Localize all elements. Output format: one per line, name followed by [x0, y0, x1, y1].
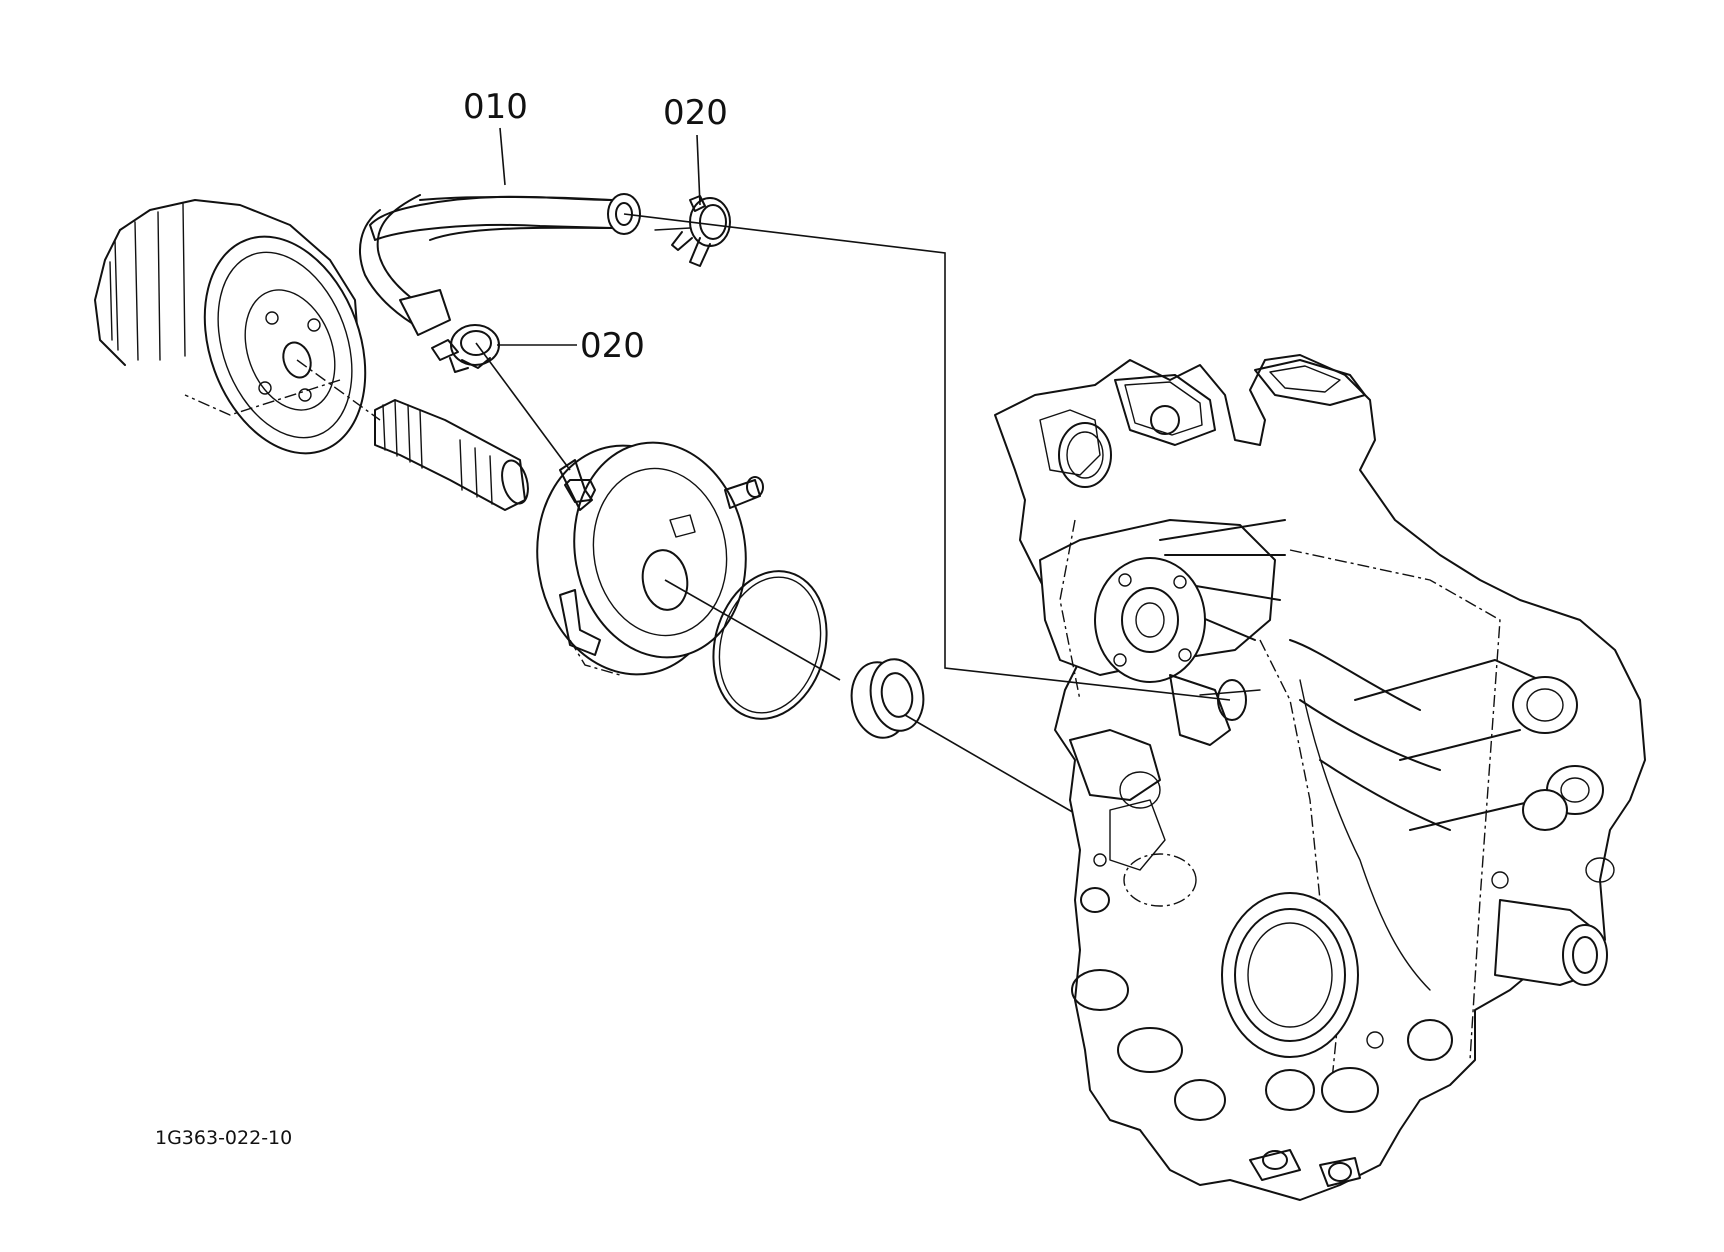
hose-route-leader: [623, 213, 1231, 701]
clamp-lower-route-leader: [475, 342, 571, 471]
drawing-number: 1G363-022-10: [155, 1127, 292, 1149]
callout-020-upper[interactable]: 020: [663, 93, 728, 133]
center-pipe[interactable]: [296, 359, 532, 511]
o-ring[interactable]: [697, 558, 842, 731]
callout-010-leader: [499, 127, 506, 186]
clamp-upper[interactable]: [654, 195, 731, 267]
clamp-lower[interactable]: [431, 324, 500, 373]
seal-ring[interactable]: [846, 655, 929, 742]
assembly-axis-line-2: [904, 714, 1096, 826]
callout-010[interactable]: 010: [463, 87, 528, 127]
water-pump[interactable]: [1039, 519, 1286, 683]
assembly-axis-line: [664, 579, 841, 681]
gear-case[interactable]: [994, 354, 1646, 1201]
hose[interactable]: [359, 193, 641, 336]
oil-filter[interactable]: [94, 199, 394, 476]
callout-020-lower[interactable]: 020: [580, 326, 645, 366]
callout-020-upper-leader: [696, 134, 701, 206]
oil-cooler[interactable]: [519, 429, 764, 689]
